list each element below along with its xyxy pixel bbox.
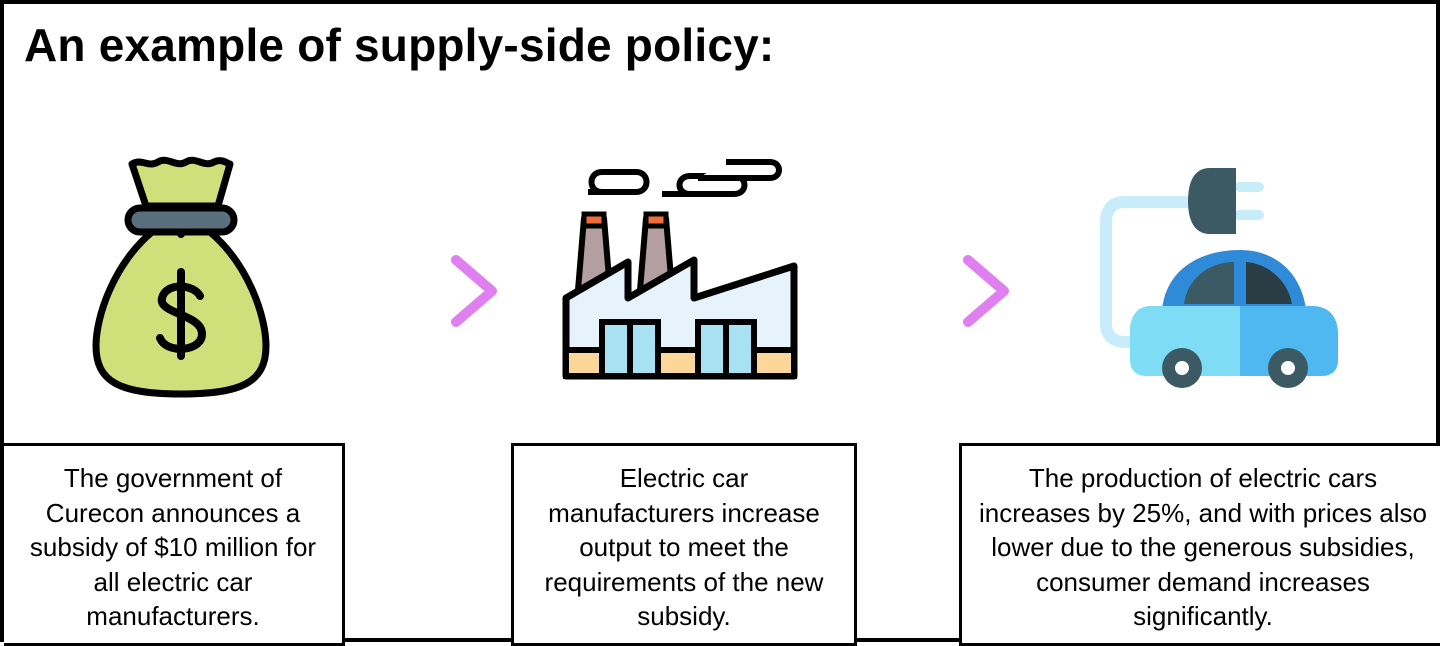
step-2-caption: Electric car manufacturers increase outp… [544, 463, 824, 632]
money-bag-icon [90, 156, 272, 400]
step-3-caption-box: The production of electric cars increase… [959, 443, 1440, 646]
arrow-right-icon [854, 254, 1014, 333]
electric-car-icon [1100, 164, 1344, 390]
step-1-caption-box: The government of Curecon announces a su… [4, 443, 345, 646]
step-1-caption: The government of Curecon announces a su… [29, 463, 317, 632]
arrow-right-icon [342, 254, 502, 333]
factory-icon [558, 158, 804, 384]
step-2-caption-box: Electric car manufacturers increase outp… [511, 443, 857, 646]
diagram-title: An example of supply-side policy: [24, 19, 775, 71]
step-3-caption: The production of electric cars increase… [978, 463, 1427, 632]
